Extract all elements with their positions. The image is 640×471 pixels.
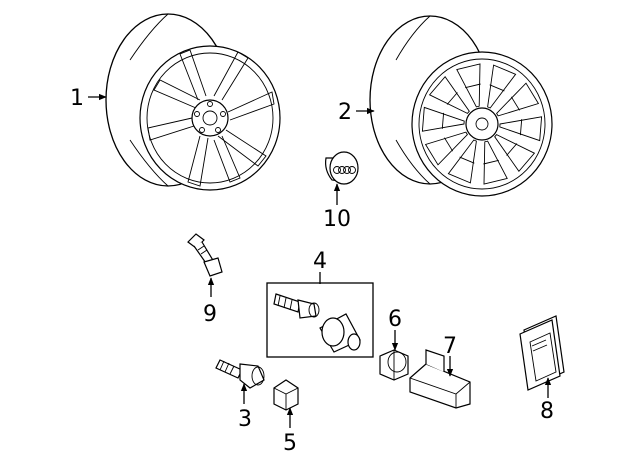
leader-lines [88, 93, 552, 428]
wheel-spoke [456, 63, 481, 108]
spoke-crossbar [459, 156, 475, 164]
wheel-spoke [499, 116, 543, 142]
spoke-crossbar [446, 92, 458, 105]
spoke-crossbar [519, 119, 523, 136]
callout-9: 9 [203, 302, 217, 327]
spoke-crossbar [506, 143, 518, 156]
wheel-spoke [496, 82, 540, 117]
spoke-crossbar [483, 159, 499, 165]
wheel-five-spoke [105, 13, 281, 191]
spoke-crossbar [465, 83, 481, 89]
spoke-crossbar [441, 112, 445, 129]
spoke-crossbar [444, 137, 454, 152]
wheel-spoke [447, 139, 477, 184]
wheel-spoke [483, 140, 508, 185]
removal-tool [409, 349, 471, 409]
callout-6: 6 [388, 307, 402, 332]
callout-8: 8 [540, 399, 554, 424]
callout-2: 2 [338, 100, 352, 125]
center-cap [325, 151, 359, 185]
valve-stem [187, 233, 223, 277]
document-card [519, 315, 565, 391]
lock-bolt-kit [266, 282, 374, 358]
wheel-spoke [424, 131, 468, 166]
wheel-spoke [494, 134, 536, 173]
callout-7: 7 [443, 334, 457, 359]
lug-bolt [215, 359, 265, 389]
callout-4: 4 [313, 249, 327, 274]
callout-5: 5 [283, 431, 297, 456]
callout-10: 10 [323, 207, 351, 232]
spoke-crossbar [510, 96, 520, 111]
wheel-multi-spoke [369, 15, 553, 197]
callout-3: 3 [238, 407, 252, 432]
lug-nut-cap [273, 379, 299, 411]
wheel-spoke [421, 106, 465, 132]
wheel-spoke [428, 75, 470, 114]
spoke-crossbar [489, 84, 505, 92]
wheel-spoke [487, 64, 517, 109]
lug-nut [379, 349, 409, 381]
callout-1: 1 [70, 86, 84, 111]
